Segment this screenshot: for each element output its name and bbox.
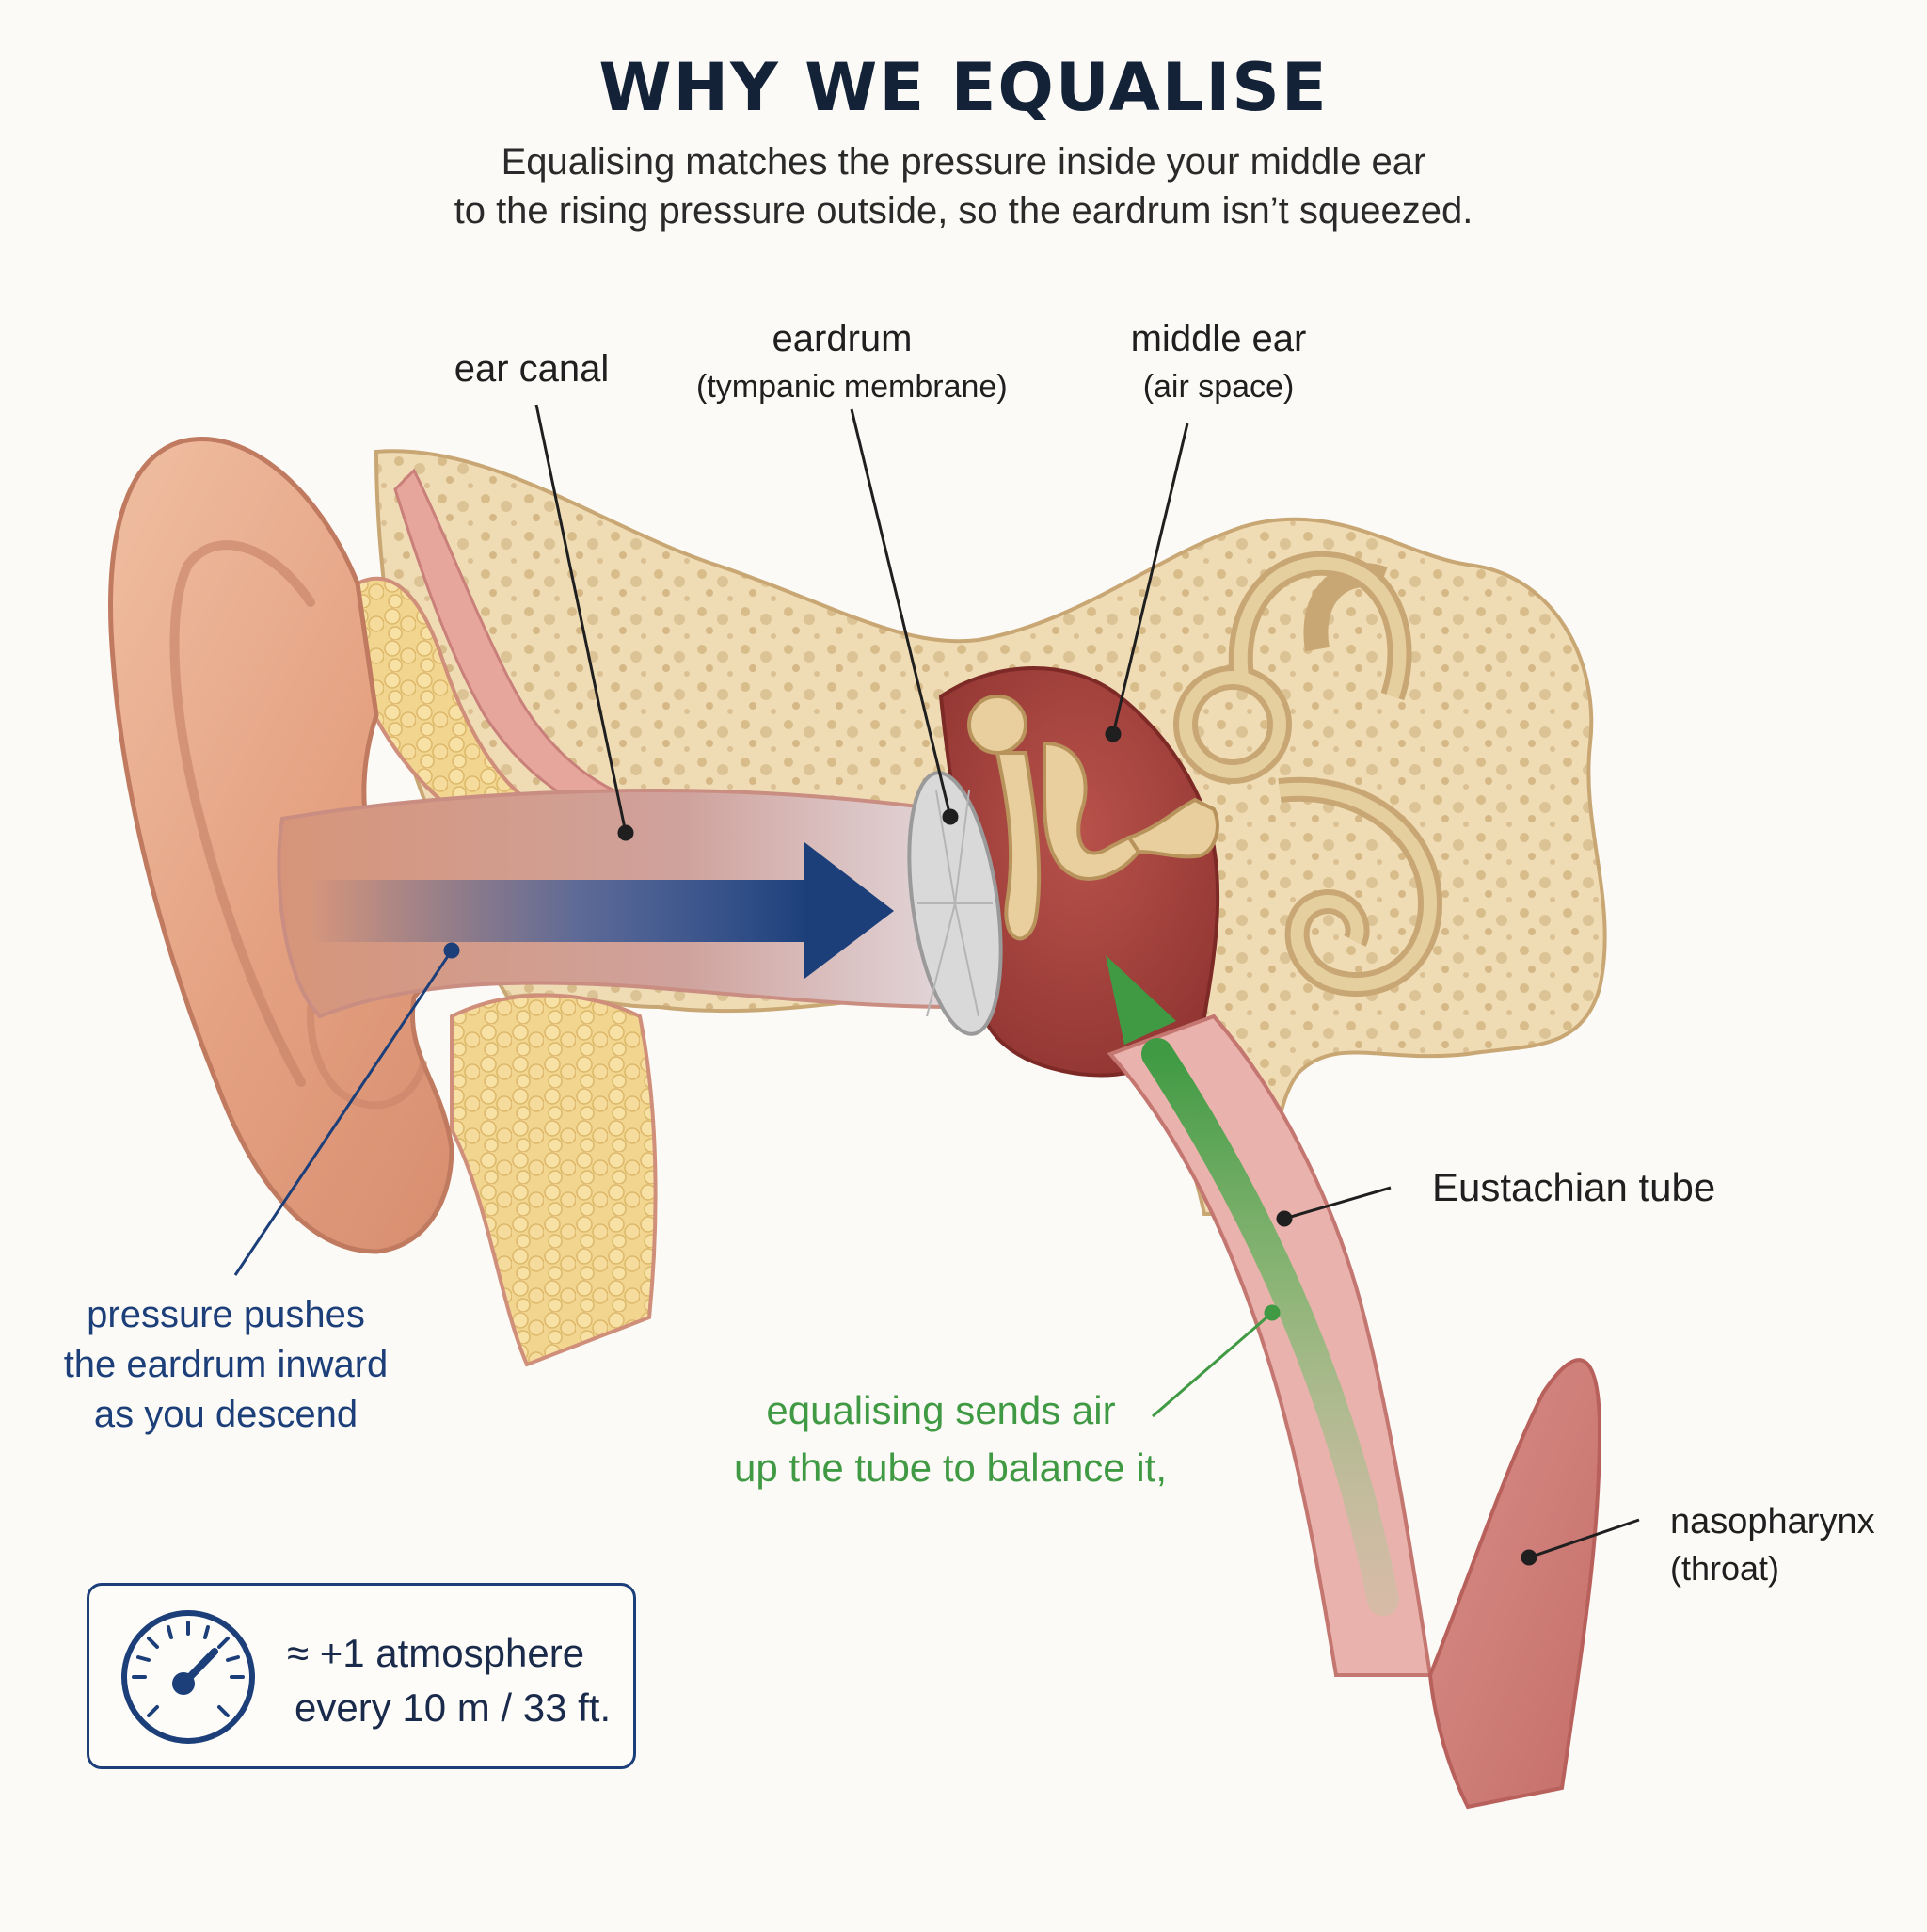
pressure-callout-line-1: pressure pushes: [87, 1294, 365, 1335]
equalise-callout-line-1: equalising sends air: [766, 1388, 1116, 1432]
label-ear-canal: ear canal: [454, 348, 610, 390]
label-nasopharynx-sub: (throat): [1670, 1549, 1780, 1588]
label-eustachian-tube: Eustachian tube: [1432, 1165, 1716, 1209]
pressure-callout-line-3: as you descend: [93, 1394, 358, 1435]
subtitle-line-2: to the rising pressure outside, so the e…: [454, 190, 1473, 232]
eardrum-fibres: [917, 790, 993, 1017]
equalise-arrow: [1106, 955, 1399, 1616]
upper-soft-tissue: [350, 576, 533, 812]
pressure-arrow: [311, 842, 894, 979]
subtitle-line-1: Equalising matches the pressure inside y…: [501, 141, 1426, 183]
label-middle-ear: middle ear: [1130, 318, 1307, 359]
nasopharynx-region: [1427, 1358, 1602, 1810]
leader-lines: [534, 404, 1640, 1566]
lower-soft-tissue: [450, 993, 658, 1367]
pressure-leader: [233, 942, 460, 1276]
note-line-1: ≈ +1 atmosphere: [287, 1631, 585, 1675]
label-eardrum-sub: (tympanic membrane): [696, 369, 1008, 405]
pressure-callout-line-2: the eardrum inward: [63, 1344, 389, 1385]
equalise-callout-line-2: up the tube to balance it,: [733, 1445, 1167, 1490]
page-title: WHY WE EQUALISE: [598, 49, 1329, 126]
pressure-gauge-icon: [121, 1610, 255, 1744]
ossicles: [967, 695, 1219, 941]
label-eardrum: eardrum: [772, 318, 913, 359]
pressure-note-box: ≈ +1 atmosphere every 10 m / 33 ft.: [87, 1583, 636, 1769]
label-nasopharynx: nasopharynx: [1670, 1502, 1875, 1541]
equalise-leader: [1152, 1304, 1281, 1418]
note-line-2: every 10 m / 33 ft.: [295, 1685, 612, 1730]
inner-ear-highlight: [1179, 556, 1438, 992]
label-middle-ear-sub: (air space): [1142, 369, 1295, 405]
